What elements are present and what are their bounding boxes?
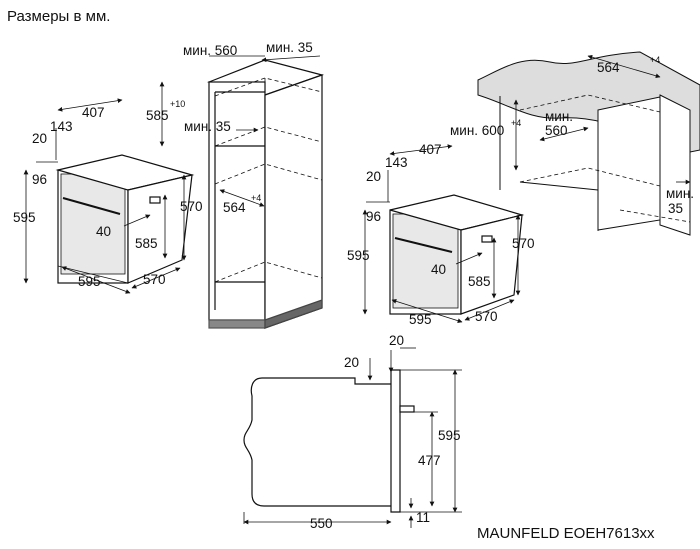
- cabinet-564-sup: +4: [251, 193, 261, 203]
- niche-35: 35: [668, 201, 683, 216]
- niche-min-560-label: мин.: [545, 109, 573, 124]
- oven-right: [389, 194, 525, 315]
- side-view-oven: [243, 369, 415, 513]
- niche-560: 560: [545, 123, 568, 138]
- dim-595-right-width: 595: [409, 312, 432, 327]
- cabinet-585-sup: +10: [170, 99, 185, 109]
- dim-40-left: 40: [96, 224, 111, 239]
- cabinet-dimensions: [159, 55, 321, 207]
- niche-dimensions: [513, 54, 691, 185]
- niche-564-sup: +4: [650, 55, 660, 65]
- dim-407-right: 407: [419, 142, 442, 157]
- cabinet-min-35-mid: мин. 35: [184, 119, 231, 134]
- dim-585-left: 585: [135, 236, 158, 251]
- dim-570-left-side: 570: [180, 199, 203, 214]
- niche-564: 564: [597, 60, 620, 75]
- dim-570-right-bottom: 570: [475, 309, 498, 324]
- dim-595-left-width: 595: [78, 274, 101, 289]
- side-550: 550: [310, 516, 333, 531]
- oven-left: [55, 154, 195, 284]
- dim-20-left: 20: [32, 131, 47, 146]
- niche-min-35-label: мин.: [666, 186, 694, 201]
- cabinet-585: 585: [146, 108, 169, 123]
- niche-min-600-sup: +4: [511, 118, 521, 128]
- page-title: Размеры в мм.: [7, 8, 110, 25]
- dim-20-right: 20: [366, 169, 381, 184]
- dim-96-right: 96: [366, 209, 381, 224]
- side-view-dimensions: [243, 347, 462, 528]
- dim-570-right-side: 570: [512, 236, 535, 251]
- side-20-right: 20: [389, 333, 404, 348]
- side-11: 11: [416, 510, 430, 525]
- dim-143-left: 143: [50, 119, 73, 134]
- tall-cabinet: [206, 59, 325, 329]
- model-name: MAUNFELD EOEH7613xx: [477, 525, 655, 542]
- oven-left-dimensions: [23, 98, 187, 294]
- cabinet-min-35-top: мин. 35: [266, 40, 313, 55]
- dim-595-left-height: 595: [13, 210, 36, 225]
- oven-right-dimensions: [362, 144, 521, 323]
- dim-143-right: 143: [385, 155, 408, 170]
- dim-96-left: 96: [32, 172, 47, 187]
- cabinet-564: 564: [223, 200, 246, 215]
- side-20-left: 20: [344, 355, 359, 370]
- dim-40-right: 40: [431, 262, 446, 277]
- cabinet-min-560: мин. 560: [183, 43, 237, 58]
- side-477: 477: [418, 453, 441, 468]
- niche-min-600: мин. 600: [450, 123, 504, 138]
- niche-cabinet: [499, 94, 691, 236]
- niche-dashed-lines: [519, 94, 691, 232]
- side-595: 595: [438, 428, 461, 443]
- dim-407-left: 407: [82, 105, 105, 120]
- dim-585-right: 585: [468, 274, 491, 289]
- dim-595-right-height: 595: [347, 248, 370, 263]
- cabinet-dashed-lines: [214, 77, 323, 283]
- dim-570-left-bottom: 570: [143, 272, 166, 287]
